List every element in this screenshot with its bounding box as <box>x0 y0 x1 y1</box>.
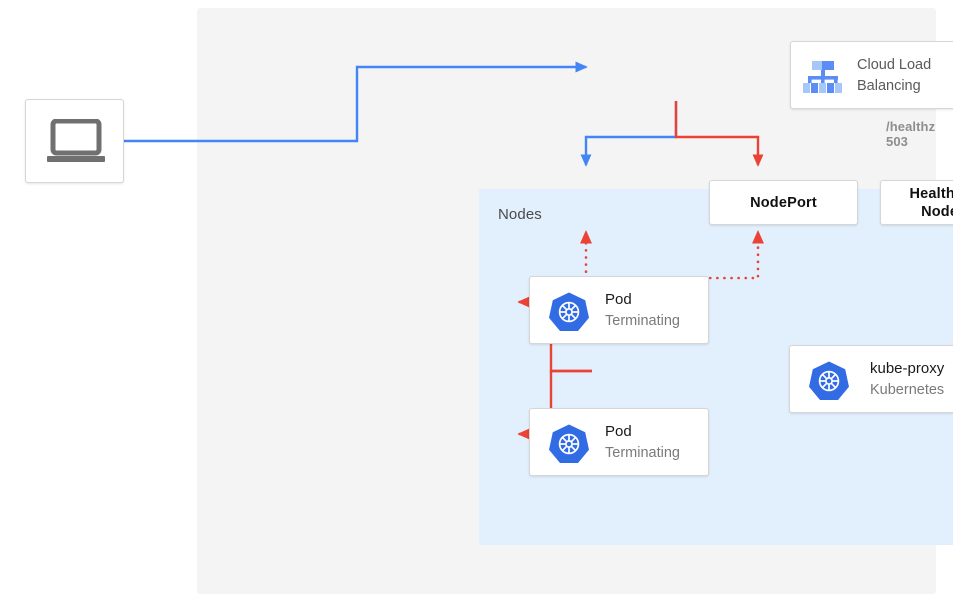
laptop-icon <box>47 119 105 162</box>
clb-label-line2: Balancing <box>857 78 921 94</box>
edge-client-to-clb <box>124 61 588 143</box>
pod-card-text-2: Pod Terminating <box>605 421 680 464</box>
diagram-canvas: Nodes /healthz 503 <box>25 8 953 594</box>
kube-proxy-card: kube-proxy Kubernetes <box>789 345 953 413</box>
pod-subtitle-2: Terminating <box>605 445 680 461</box>
cloud-load-balancing-label: Cloud Load Balancing <box>857 55 953 97</box>
edge-clb-to-nodeport <box>580 101 678 167</box>
kubernetes-icon <box>549 424 589 463</box>
kube-proxy-card-text: kube-proxy Kubernetes <box>870 358 944 401</box>
healthcheck-nodeport-card: HealthCheck NodePort <box>880 180 953 225</box>
kubernetes-icon <box>549 292 589 331</box>
nodeport-label: NodePort <box>750 194 817 211</box>
pod-terminating-card-2: Pod Terminating <box>529 408 709 476</box>
healthz-edge-label: /healthz 503 <box>886 119 936 149</box>
nodes-group-label: Nodes <box>498 206 542 223</box>
client-device-card <box>25 99 124 183</box>
healthcheck-nodeport-label: HealthCheck NodePort <box>881 181 953 224</box>
kubernetes-icon <box>809 361 849 400</box>
hc-label-line2: NodePort <box>921 203 953 220</box>
pod-subtitle-1: Terminating <box>605 313 680 329</box>
load-balancer-icon <box>803 61 842 93</box>
kube-proxy-title: kube-proxy <box>870 360 945 377</box>
kube-proxy-subtitle: Kubernetes <box>870 382 945 398</box>
cloud-load-balancing-card: Cloud Load Balancing <box>790 41 953 109</box>
edge-clb-to-healthcheck-nodeport <box>674 101 764 167</box>
pod-card-text-1: Pod Terminating <box>605 289 680 332</box>
clb-label-line1: Cloud Load <box>857 57 932 73</box>
nodeport-card: NodePort <box>709 180 858 225</box>
hc-label-line1: HealthCheck <box>909 185 953 202</box>
pod-title-1: Pod <box>605 291 632 308</box>
pod-title-2: Pod <box>605 423 632 440</box>
pod-terminating-card-1: Pod Terminating <box>529 276 709 344</box>
